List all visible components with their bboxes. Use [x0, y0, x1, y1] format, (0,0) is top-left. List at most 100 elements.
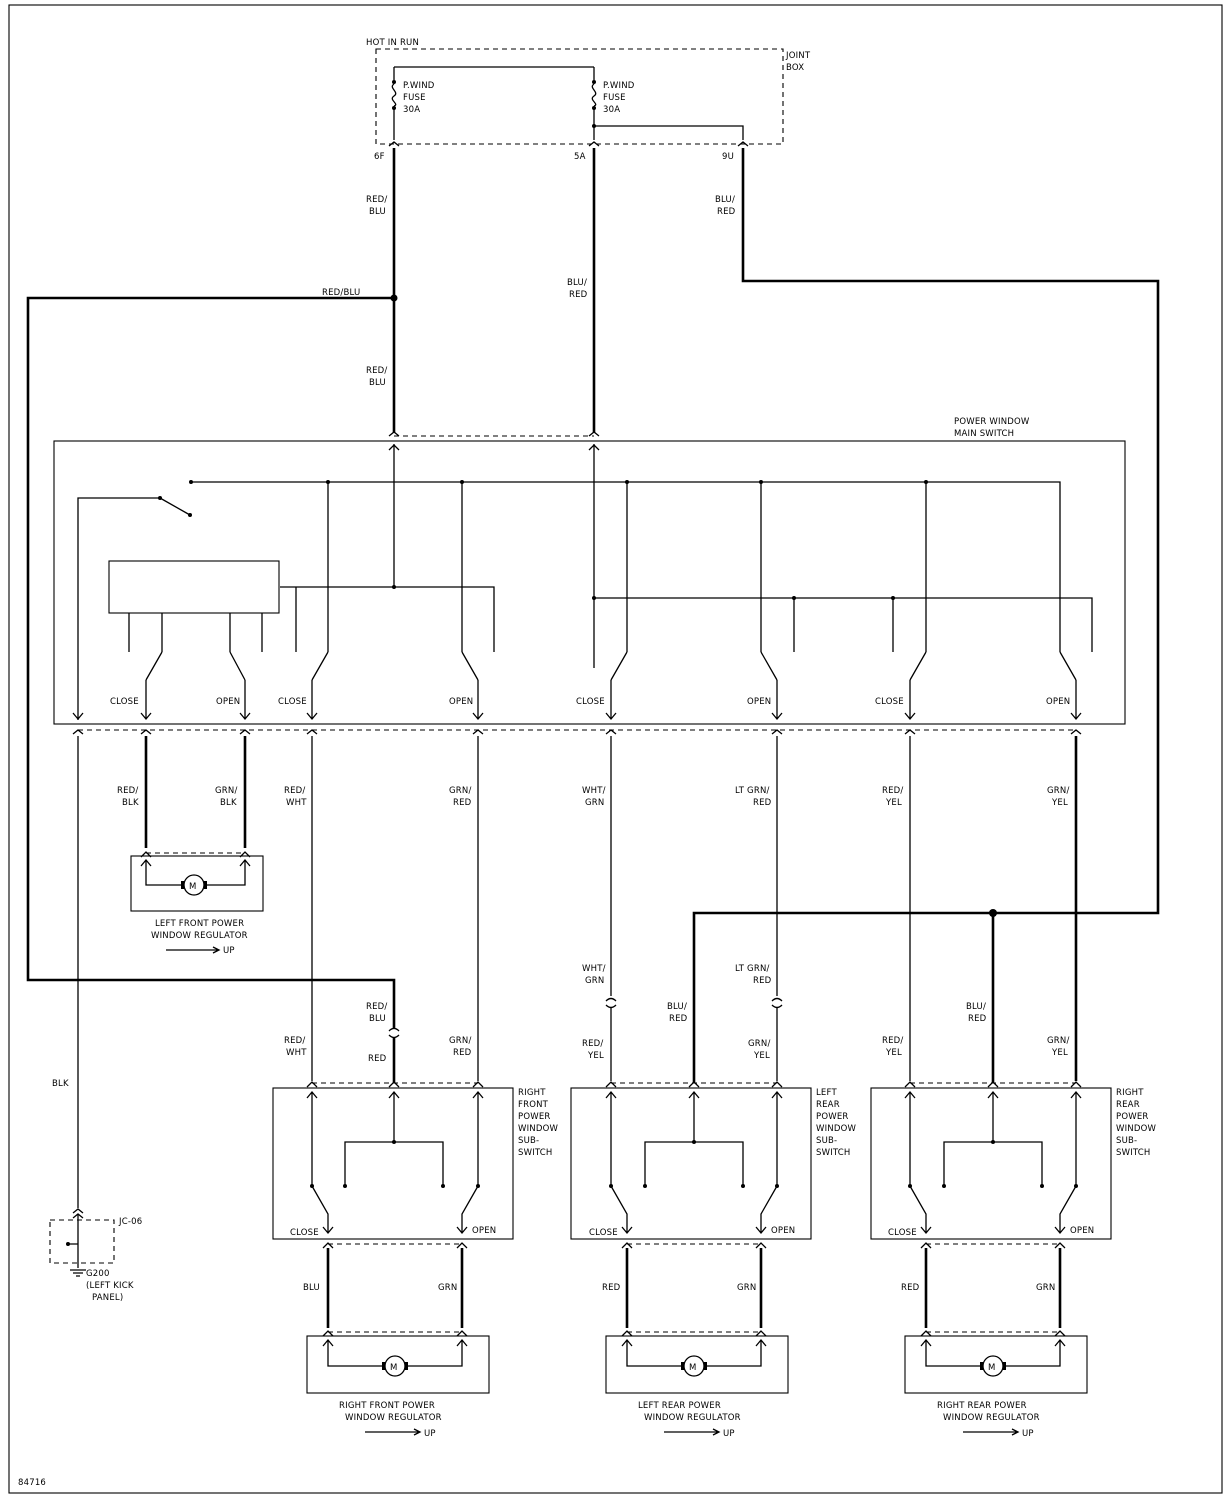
- w-rr-red-yel-b: YEL: [885, 1048, 902, 1058]
- main-switch-contacts: [72, 651, 1082, 721]
- w-red-blk-a: RED/: [117, 786, 139, 796]
- w-wht-grn-b: GRN: [585, 798, 604, 808]
- right_rear-reg-line2: WINDOW REGULATOR: [943, 1413, 1040, 1423]
- right_front-motor-m: M: [390, 1363, 398, 1373]
- right_front-internal-wiring: [311, 1092, 479, 1186]
- w-rf-red: RED: [368, 1054, 387, 1064]
- w-lr-red-yel-b: YEL: [587, 1051, 604, 1061]
- w-wht-grn-a: WHT/: [582, 786, 606, 796]
- right_front-switch-arms: [311, 1185, 479, 1232]
- left_rear-title-5: SUB-: [816, 1136, 837, 1146]
- left_rear-motor-m: M: [689, 1363, 697, 1373]
- left_rear-contact-4: [741, 1184, 745, 1188]
- right_rear-reg-chevrons: [920, 1330, 1066, 1337]
- right_rear-switch-arms: [909, 1185, 1077, 1232]
- w-grn-blk-b: BLK: [220, 798, 237, 808]
- w-grn-blk-a: GRN/: [215, 786, 238, 796]
- right_rear-title-3: POWER: [1116, 1112, 1149, 1122]
- left_rear-reg-chevrons: [621, 1330, 767, 1337]
- right_rear-internal-arrows: [904, 1090, 1082, 1099]
- right_rear-subswitch-box: [870, 1087, 1112, 1240]
- w-red-wht-a: RED/: [284, 786, 306, 796]
- right_front-contact-1: [310, 1184, 314, 1188]
- right_front-output-arrows: [322, 1226, 468, 1235]
- lf-up: UP: [223, 946, 235, 956]
- fuse2-l3: 30A: [603, 105, 620, 115]
- right_front-left-wire-label: BLU: [303, 1283, 320, 1293]
- right_rear-motor-arrows: [920, 1338, 1066, 1347]
- left_rear-regulator-box: [605, 1335, 789, 1394]
- right_rear-contact-2: [1074, 1184, 1078, 1188]
- right_front-junction-dot: [392, 1140, 396, 1144]
- w-lr-blu-red-b: RED: [669, 1014, 688, 1024]
- right_rear-reg-line1: RIGHT REAR POWER: [937, 1401, 1027, 1411]
- diagram-border: [8, 4, 1223, 1494]
- w-rf-red-blu-a: RED/: [366, 1002, 388, 1012]
- right_front-motor-brush-l: [382, 1362, 385, 1370]
- left_rear-reg-line2: WINDOW REGULATOR: [644, 1413, 741, 1423]
- left-front-regulator: M LEFT FRONT POWER WINDOW REGULATOR UP: [130, 851, 264, 956]
- right_rear-motor-brush-r: [1003, 1362, 1006, 1370]
- wire-red-blu-1b: BLU: [369, 207, 386, 217]
- right_front-title-1: RIGHT: [518, 1088, 546, 1098]
- left_rear-junction-dot: [692, 1140, 696, 1144]
- left_rear-reg-line1: LEFT REAR POWER: [638, 1401, 721, 1411]
- right_front-motor-leads: [327, 1340, 463, 1367]
- ms-label-7: CLOSE: [875, 697, 904, 707]
- fuse2-l2: FUSE: [603, 93, 626, 103]
- w-ltgrn-red-b: RED: [753, 798, 772, 808]
- right_rear-top-chevrons: [904, 1081, 1082, 1088]
- lf-reg-line2: WINDOW REGULATOR: [151, 931, 248, 941]
- right_rear-internal-wiring: [909, 1092, 1077, 1186]
- right_front-motor-brush-r: [405, 1362, 408, 1370]
- ms-label-1: CLOSE: [110, 697, 139, 707]
- right_front-regulator-box: [306, 1335, 490, 1394]
- pin-9u: 9U: [722, 152, 734, 162]
- right_front-top-chevrons: [306, 1081, 484, 1088]
- left_rear-switch-arms: [610, 1185, 778, 1232]
- output-wires: RED/ BLK GRN/ BLK RED/ WHT GRN/ RED WHT/…: [52, 736, 1078, 1208]
- left_rear-title-1: LEFT: [816, 1088, 837, 1098]
- right_front-reg-chevrons: [322, 1330, 468, 1337]
- w-red-blk-b: BLK: [122, 798, 139, 808]
- hot-in-run-label: HOT IN RUN: [366, 38, 419, 48]
- right_rear-output-arrows: [920, 1226, 1066, 1235]
- right_front-title-3: POWER: [518, 1112, 551, 1122]
- left_rear-subswitch-box: [570, 1087, 812, 1240]
- ground-g200: JC-06 G200 (LEFT KICK PANEL): [49, 1208, 142, 1303]
- left_rear-title-2: REAR: [816, 1100, 840, 1110]
- right_rear-motor-m: M: [988, 1363, 996, 1373]
- w-blk: BLK: [52, 1079, 69, 1089]
- right_rear-contact-4: [1040, 1184, 1044, 1188]
- fuse1-l1: P.WIND: [403, 81, 435, 91]
- w-red-yel-a: RED/: [882, 786, 904, 796]
- w-rf-red-wht-b: WHT: [286, 1048, 307, 1058]
- right_front-title-5: SUB-: [518, 1136, 539, 1146]
- ms-label-3: CLOSE: [278, 697, 307, 707]
- main-switch-title-1: POWER WINDOW: [954, 417, 1030, 427]
- ground-loc2: PANEL): [92, 1293, 123, 1303]
- left_rear-open-label: OPEN: [771, 1226, 795, 1236]
- w-grn-yel-a: GRN/: [1047, 786, 1070, 796]
- pin-6f: 6F: [374, 152, 385, 162]
- right_rear-title-1: RIGHT: [1116, 1088, 1144, 1098]
- left_rear-up-label: UP: [723, 1429, 735, 1439]
- joint-box: HOT IN RUN JOINT BOX P.WIND FUSE 30A P.W…: [366, 38, 811, 162]
- left_rear-internal-wiring: [610, 1092, 778, 1186]
- left_rear-motor-leads: [626, 1340, 762, 1367]
- right_front-reg-wires: [326, 1248, 464, 1328]
- left_rear-close-label: CLOSE: [589, 1228, 618, 1238]
- w-grn-yel-b: YEL: [1051, 798, 1068, 808]
- right_front-up-arrow: [365, 1428, 422, 1436]
- w-rr-grn-yel-a: GRN/: [1047, 1036, 1070, 1046]
- wire-blu-red-1b: RED: [717, 207, 736, 217]
- right_rear-title-4: WINDOW: [1116, 1124, 1157, 1134]
- diagram-id: 84716: [18, 1478, 46, 1488]
- right_front-contact-4: [441, 1184, 445, 1188]
- right_rear-regulator-box: [904, 1335, 1088, 1394]
- w-red-yel-b: YEL: [885, 798, 902, 808]
